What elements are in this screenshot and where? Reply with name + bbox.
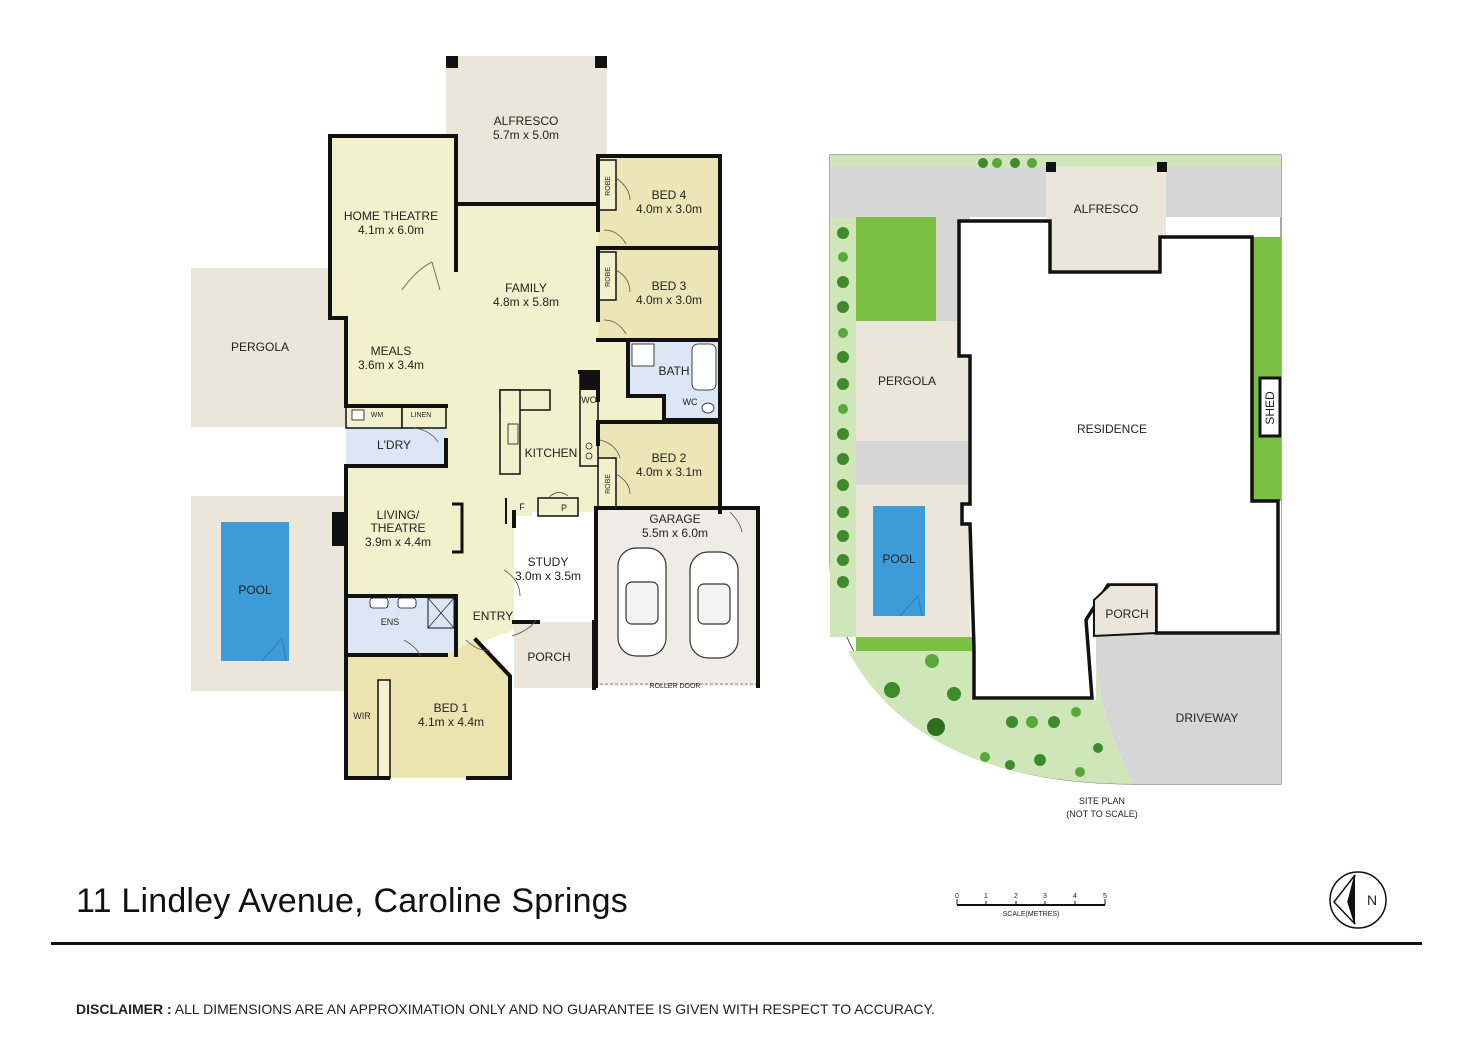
meals-size: 3.6m x 3.4m xyxy=(358,358,424,372)
study-size: 3.0m x 3.5m xyxy=(515,569,581,583)
divider xyxy=(51,942,1422,945)
bed1-size: 4.1m x 4.4m xyxy=(418,715,484,729)
bed4-room xyxy=(598,156,720,248)
scale-tick-1: 1 xyxy=(984,893,988,900)
study-label: STUDY xyxy=(528,555,569,569)
bed2-label: BED 2 xyxy=(652,451,687,465)
scale-bar: 0 1 2 3 4 5 SCALE(METRES) xyxy=(955,893,1107,918)
pantry-label: P xyxy=(561,503,567,513)
site-pergola xyxy=(856,321,970,441)
laundry-label: L'DRY xyxy=(377,438,411,452)
driveway-label: DRIVEWAY xyxy=(1176,711,1239,725)
site-alfresco xyxy=(1046,166,1166,270)
roller-door-label: ROLLER DOOR xyxy=(650,683,701,690)
robe-label-bed2: ROBE xyxy=(605,474,612,494)
meals-label: MEALS xyxy=(371,344,412,358)
porch-label: PORCH xyxy=(527,650,570,664)
site-plan: ALFRESCO RESIDENCE SHED PERGOLA POOL POR… xyxy=(829,154,1282,819)
wm-label: WM xyxy=(371,412,384,419)
family-label: FAMILY xyxy=(505,281,547,295)
bed2-room xyxy=(598,422,720,512)
wc-label: WC xyxy=(683,397,698,407)
scale-tick-3: 3 xyxy=(1043,893,1047,900)
alfresco-label: ALFRESCO xyxy=(494,114,559,128)
bed3-size: 4.0m x 3.0m xyxy=(636,293,702,307)
living-floor xyxy=(330,136,598,655)
alfresco-size: 5.7m x 5.0m xyxy=(493,128,559,142)
disclaimer: DISCLAIMER : ALL DIMENSIONS ARE AN APPRO… xyxy=(76,1001,935,1017)
car-icon xyxy=(617,547,739,659)
living-label-2: THEATRE xyxy=(370,521,425,535)
family-size: 4.8m x 5.8m xyxy=(493,295,559,309)
site-porch-label: PORCH xyxy=(1105,607,1148,621)
living-size: 3.9m x 4.4m xyxy=(365,535,431,549)
site-shed xyxy=(1258,376,1282,438)
site-alfresco-label: ALFRESCO xyxy=(1074,202,1139,216)
wir-label: WIR xyxy=(353,711,371,721)
site-plan-caption-1: SITE PLAN xyxy=(1079,796,1125,806)
scale-label: SCALE(METRES) xyxy=(1003,911,1060,918)
residence-label: RESIDENCE xyxy=(1077,422,1147,436)
floor-plan: ALFRESCO 5.7m x 5.0m HOME THEATRE 4.1m x… xyxy=(191,56,760,780)
driveway-area xyxy=(1096,633,1281,784)
shed-label: SHED xyxy=(1263,391,1277,425)
wo-label: WO xyxy=(581,395,597,405)
scale-tick-5: 5 xyxy=(1103,893,1107,900)
site-pool-label: POOL xyxy=(882,552,916,566)
pool-label: POOL xyxy=(238,583,272,597)
bed1-label: BED 1 xyxy=(434,701,469,715)
site-pergola-label: PERGOLA xyxy=(878,374,936,388)
lawn-left xyxy=(856,217,936,321)
property-address: 11 Lindley Avenue, Caroline Springs xyxy=(76,882,628,920)
north-label: N xyxy=(1367,892,1377,908)
robe-label-bed3: ROBE xyxy=(605,267,612,287)
living-label-1: LIVING/ xyxy=(377,508,420,522)
home-theatre-label: HOME THEATRE xyxy=(344,209,438,223)
garage-label: GARAGE xyxy=(649,512,700,526)
bed3-label: BED 3 xyxy=(652,279,687,293)
scale-tick-0: 0 xyxy=(955,893,959,900)
residence-outline xyxy=(957,219,1280,700)
disclaimer-text: ALL DIMENSIONS ARE AN APPROXIMATION ONLY… xyxy=(174,1001,935,1017)
ensuite-label: ENS xyxy=(381,617,400,627)
porch-area xyxy=(514,622,594,688)
pergola-area xyxy=(191,268,346,427)
garage-size: 5.5m x 6.0m xyxy=(642,526,708,540)
linen-label: LINEN xyxy=(411,412,432,419)
scale-tick-4: 4 xyxy=(1073,893,1077,900)
tree-icon xyxy=(837,158,1103,777)
fridge-label: F xyxy=(519,502,525,512)
north-arrow-icon: N xyxy=(1329,871,1387,929)
pergola-label: PERGOLA xyxy=(231,340,289,354)
alfresco-area xyxy=(446,56,607,204)
home-theatre-size: 4.1m x 6.0m xyxy=(358,223,424,237)
pool xyxy=(221,522,289,661)
bed2-size: 4.0m x 3.1m xyxy=(636,465,702,479)
scale-tick-2: 2 xyxy=(1014,893,1018,900)
site-plan-caption-2: (NOT TO SCALE) xyxy=(1066,809,1138,819)
entry-label: ENTRY xyxy=(473,609,513,623)
lawn-right xyxy=(1252,237,1281,501)
kitchen-label: KITCHEN xyxy=(525,446,578,460)
bed4-size: 4.0m x 3.0m xyxy=(636,202,702,216)
bath-label: BATH xyxy=(658,364,689,378)
disclaimer-label: DISCLAIMER : xyxy=(76,1001,172,1017)
robe-label-bed4: ROBE xyxy=(605,176,612,196)
bed4-label: BED 4 xyxy=(652,188,687,202)
